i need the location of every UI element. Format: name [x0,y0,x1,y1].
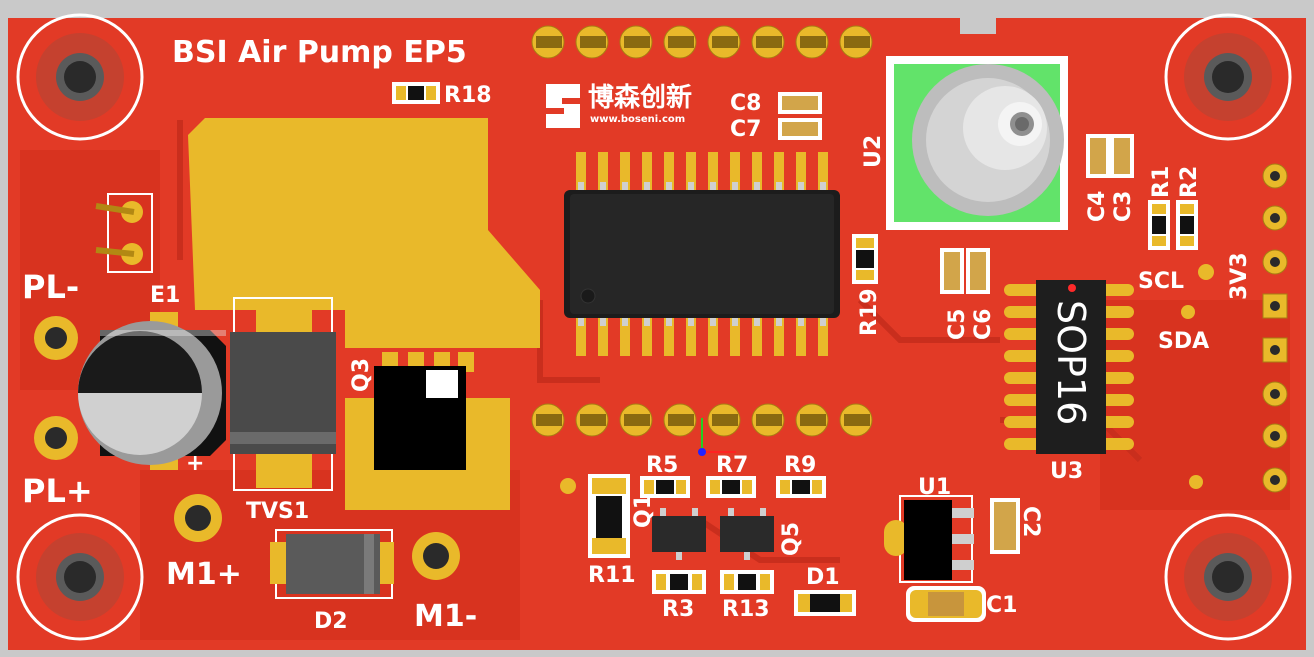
label-r2: R2 [1177,166,1202,198]
r19-resistor [852,234,878,284]
logo-url: www.boseni.com [590,114,685,125]
header-right [1262,163,1288,493]
origin-marker [698,418,736,456]
d1-diode [794,590,856,616]
c2-capacitor [990,498,1020,554]
d2-diode [270,529,394,599]
r11-resistor [588,474,630,558]
label-r5: R5 [646,453,678,478]
main-ic [564,152,840,356]
label-c3: C3 [1111,191,1136,222]
label-e1: E1 [150,283,180,308]
r5-r7-r9-resistors [640,476,826,498]
label-m1-minus: M1- [414,599,477,634]
label-pl-minus: PL- [22,268,79,306]
label-sop16: SOP16 [1049,300,1093,425]
c3-c4-capacitors [1086,134,1134,178]
r1-r2-resistors [1148,200,1198,250]
u2-pressure-sensor [886,56,1068,230]
label-u3: U3 [1050,459,1083,484]
label-tvs1: TVS1 [246,499,309,524]
label-sda: SDA [1158,329,1209,354]
e1-capacitor [78,312,226,470]
label-r13: R13 [722,597,770,622]
mounting-hole-bl [16,513,144,641]
test-points [560,264,1214,494]
header-bottom [531,403,873,437]
label-u1: U1 [918,475,951,500]
header-top [531,25,873,59]
label-pl-plus: PL+ [22,472,93,510]
logo-chinese: 博森创新 [588,82,692,113]
u1-regulator [884,495,974,583]
c1-capacitor [906,586,986,622]
header-left-2pin [95,193,153,273]
mounting-hole-tr [1164,13,1292,141]
label-q1: Q1 [631,494,656,528]
q1-q5-transistors [652,508,774,560]
label-r19: R19 [857,288,882,336]
label-r1: R1 [1149,166,1174,198]
copper-pad-large [188,118,540,348]
label-u2: U2 [861,135,886,168]
label-c7: C7 [730,117,761,142]
label-r18: R18 [444,83,492,108]
label-c8: C8 [730,91,761,116]
label-scl: SCL [1138,269,1184,294]
label-m1-plus: M1+ [166,557,242,592]
label-q3: Q3 [349,358,374,392]
label-c5: C5 [945,309,970,340]
mounting-hole-tl [16,13,144,141]
tvs1-diode [230,297,336,491]
r3-r13-resistors [652,570,774,594]
boseni-logo-mark [546,84,580,128]
label-r3: R3 [662,597,694,622]
label-3v3: 3V3 [1227,252,1252,300]
label-r7: R7 [716,453,748,478]
label-c6: C6 [971,309,996,340]
label-c1: C1 [986,593,1017,618]
label-c4: C4 [1085,191,1110,222]
c5-c6-capacitors [940,248,990,294]
mounting-hole-br [1164,513,1292,641]
board-title: BSI Air Pump EP5 [172,35,467,70]
label-r11: R11 [588,563,636,588]
label-d1: D1 [806,565,840,590]
label-c2: C2 [1018,506,1043,537]
label-q5: Q5 [779,522,804,556]
label-r9: R9 [784,453,816,478]
q3-mosfet [374,352,474,470]
u3-sop16 [1004,280,1134,454]
c7-c8-capacitors [778,92,822,140]
r18-resistor [392,82,440,104]
power-pads [34,316,460,580]
label-plus-mark: + [186,451,204,476]
label-d2: D2 [314,609,348,634]
